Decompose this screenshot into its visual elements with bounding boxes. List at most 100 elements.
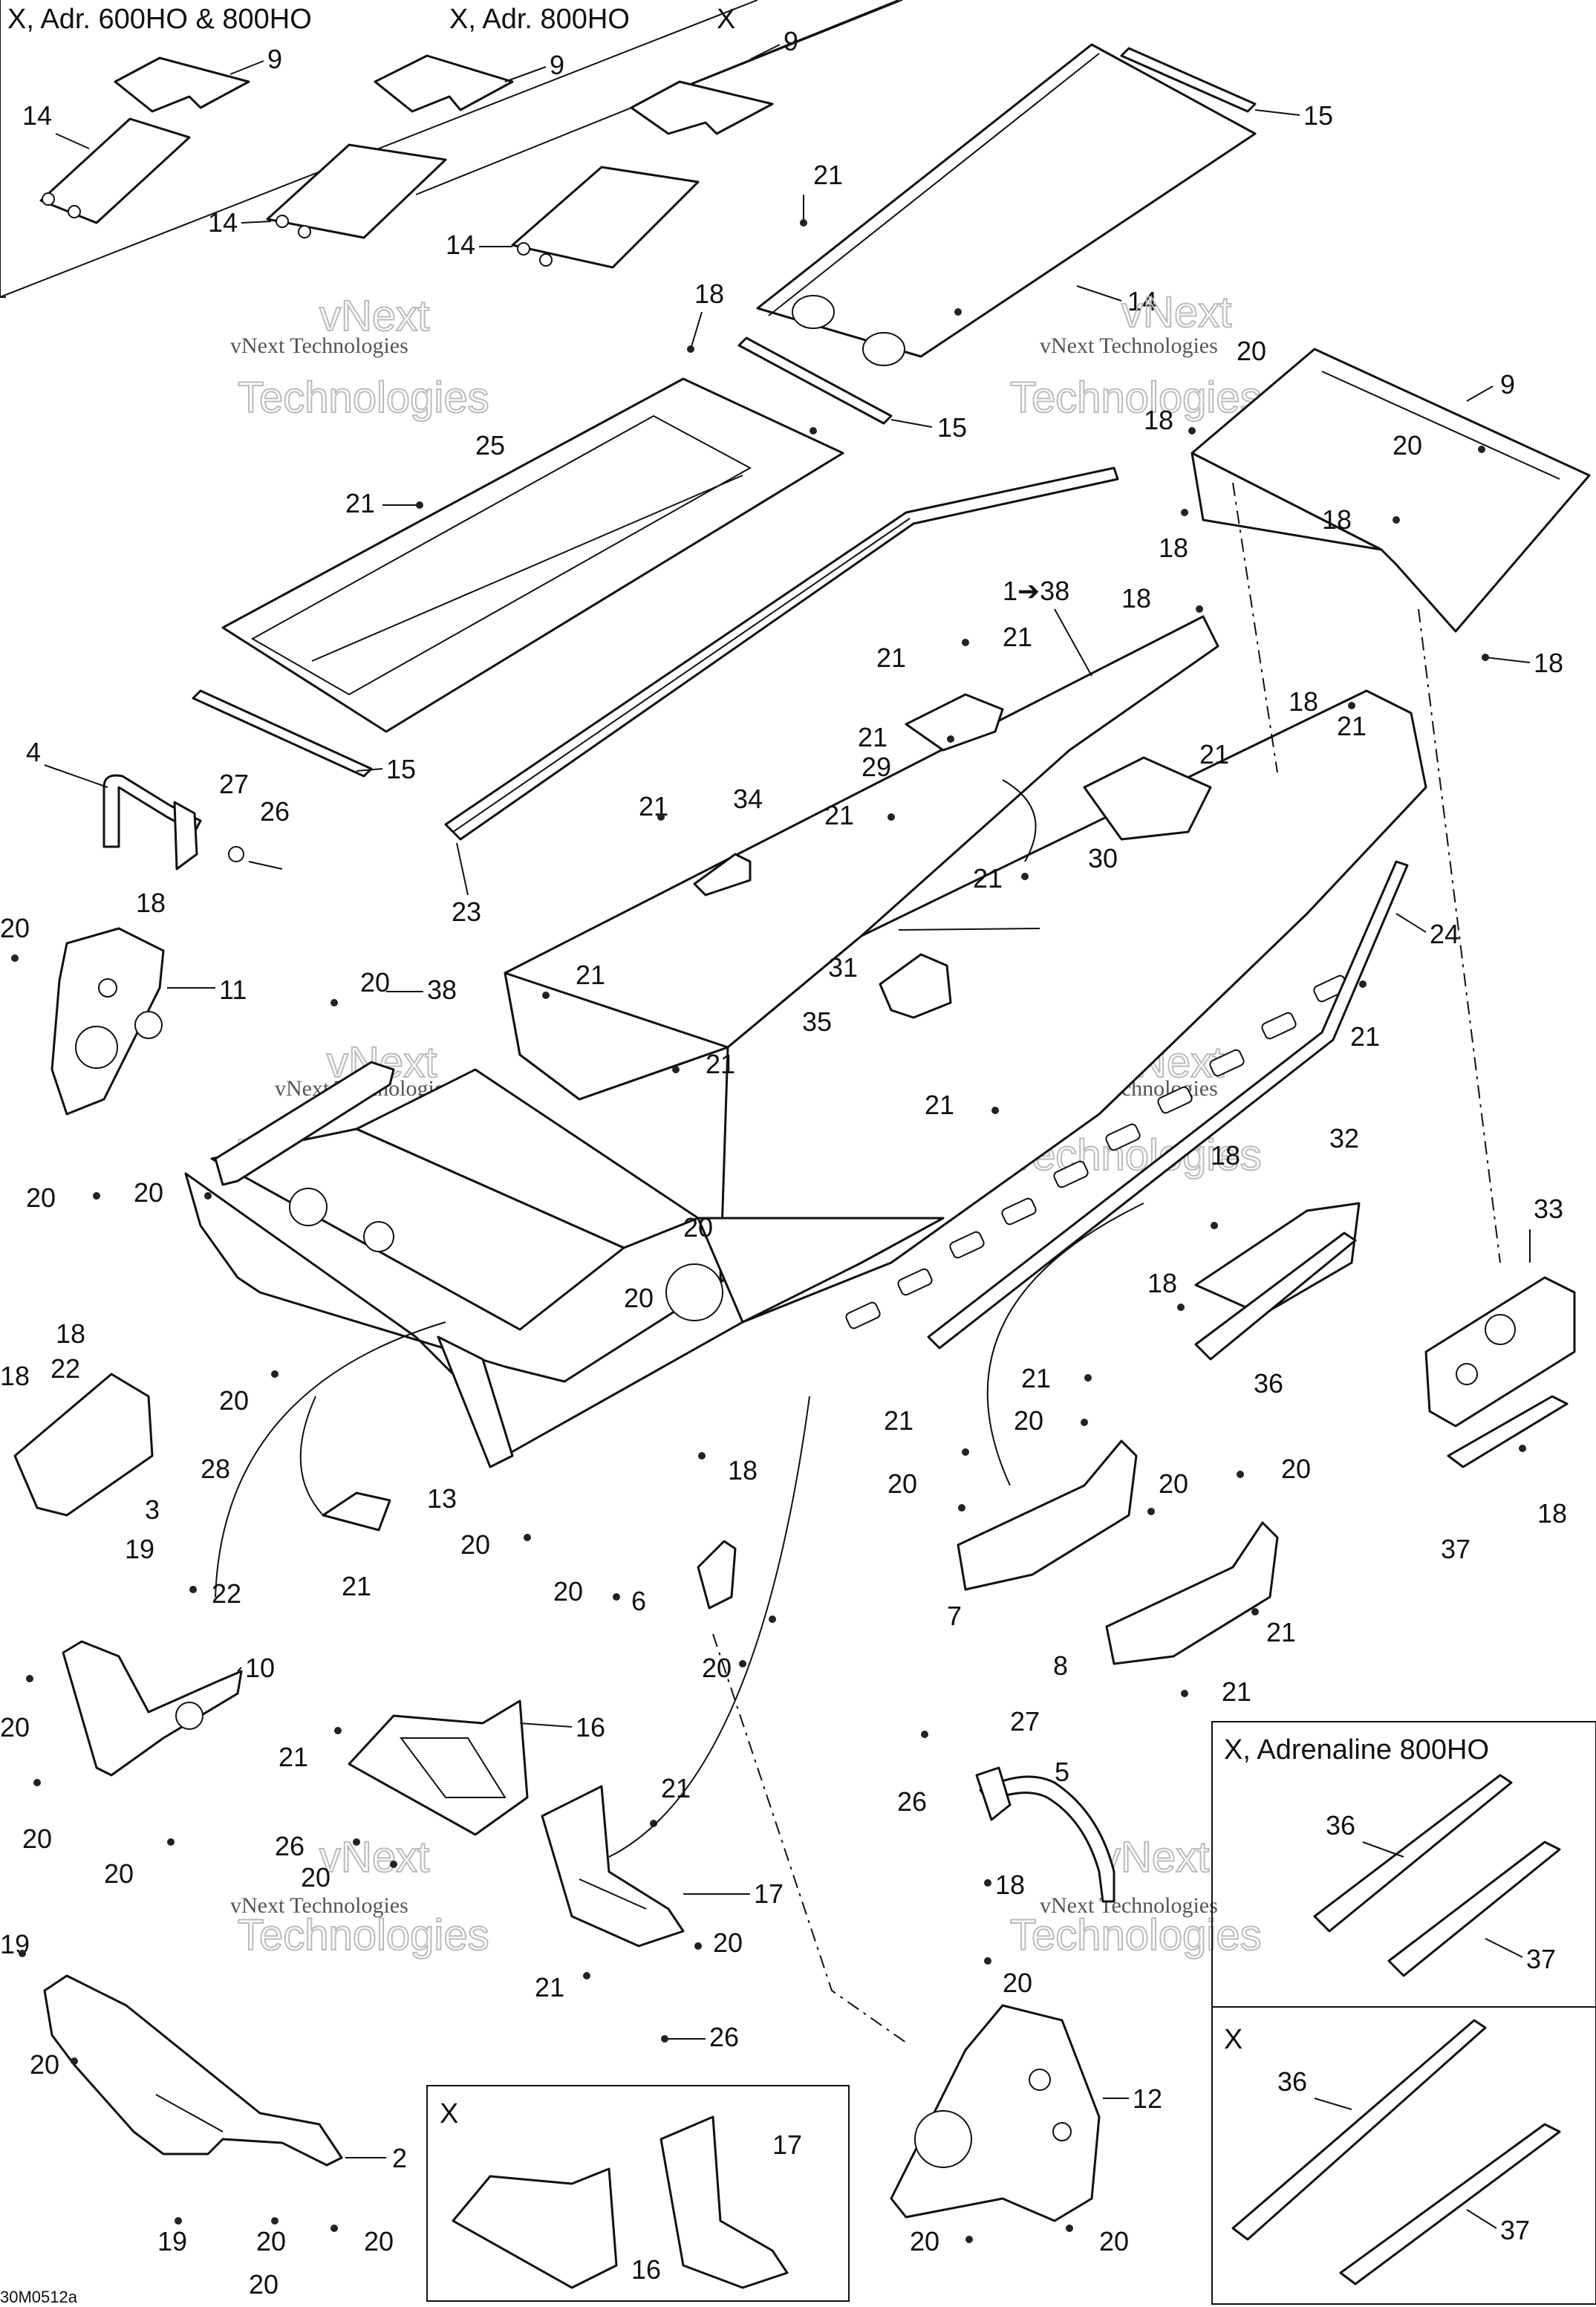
bracket-35 xyxy=(879,953,952,1019)
callout-18-b32b: 18 xyxy=(1147,1268,1177,1298)
callout-18-tunnel-a: 18 xyxy=(1289,686,1318,717)
callout-20-p12c: 20 xyxy=(1099,2226,1129,2256)
callout-38: 38 xyxy=(427,974,457,1005)
callout-26-right: 26 xyxy=(897,1786,927,1817)
callout-23: 23 xyxy=(452,897,481,927)
footrest-7 xyxy=(957,1439,1138,1591)
callout-18-s3b: 18 xyxy=(0,1361,30,1391)
callout-21-tunnel-e: 21 xyxy=(1350,1021,1380,1052)
callout-20-plate11a: 20 xyxy=(0,913,30,943)
callout-36-x: 36 xyxy=(1277,2066,1307,2097)
inset-adrenaline-parts xyxy=(1313,1774,1561,1977)
callout-35: 35 xyxy=(802,1006,832,1037)
callout-8: 8 xyxy=(1053,1650,1068,1681)
svg-text:vNext Technologies: vNext Technologies xyxy=(1040,333,1218,358)
footrest-8 xyxy=(1105,1521,1279,1665)
callout-21-tunnel-b: 21 xyxy=(706,1049,735,1079)
callout-26-f17: 26 xyxy=(709,2022,739,2052)
callout-14-inset1: 14 xyxy=(22,100,52,131)
callout-5: 5 xyxy=(1055,1757,1069,1787)
callout-18-s3: 18 xyxy=(56,1318,85,1349)
callout-20-p12: 20 xyxy=(1003,1968,1032,1998)
inset-box-x-bottom-title: X xyxy=(440,2098,458,2129)
callout-18-bracket9b: 18 xyxy=(1159,533,1188,563)
callout-20-f7: 20 xyxy=(887,1468,917,1499)
callout-18-bracket9c: 18 xyxy=(1322,504,1352,535)
inset-x-parts xyxy=(1231,2019,1561,2285)
callout-14-inset2: 14 xyxy=(208,207,238,238)
callout-20-f17: 20 xyxy=(713,1927,743,1958)
callout-15-top: 15 xyxy=(1303,100,1333,131)
header-adr-800ho: X, Adr. 800HO xyxy=(449,4,630,35)
callout-29: 29 xyxy=(861,752,891,782)
bracket-13 xyxy=(322,1491,391,1532)
svg-text:vNext: vNext xyxy=(319,292,429,340)
callout-27-right: 27 xyxy=(1010,1706,1040,1737)
callout-4: 4 xyxy=(26,737,41,767)
rail-37-main xyxy=(1447,1395,1569,1468)
callout-15-mid: 15 xyxy=(937,412,967,443)
footrest-17 xyxy=(541,1785,685,1948)
callout-37-x: 37 xyxy=(1500,2215,1530,2245)
bracket-34 xyxy=(693,853,752,897)
callout-9-inset2: 9 xyxy=(550,50,564,80)
callout-16: 16 xyxy=(576,1712,605,1743)
callout-16-inset: 16 xyxy=(631,2254,661,2285)
plate-12 xyxy=(890,2004,1101,2222)
callout-21-f8b: 21 xyxy=(1222,1676,1251,1707)
callout-20-f8b: 20 xyxy=(1281,1454,1311,1484)
svg-text:Technologies: Technologies xyxy=(238,374,489,422)
inset-box-x-lower xyxy=(1211,2006,1596,2305)
callout-36-main: 36 xyxy=(1254,1368,1283,1399)
callout-21-f7b: 21 xyxy=(1021,1363,1051,1393)
callout-34: 34 xyxy=(733,784,763,814)
callout-20-bracket9: 20 xyxy=(1237,336,1266,366)
callout-20-p12b: 20 xyxy=(910,2226,939,2256)
callout-3: 3 xyxy=(145,1494,160,1525)
callout-20-b38b: 20 xyxy=(134,1177,163,1208)
svg-text:vNext Technologies: vNext Technologies xyxy=(230,1893,408,1918)
callout-14-main: 14 xyxy=(1127,286,1157,316)
bracket-38 xyxy=(214,1061,395,1186)
inset-box-x-bottom xyxy=(426,2085,850,2302)
svg-text:vNext Technologies: vNext Technologies xyxy=(1040,1893,1218,1918)
callout-30: 30 xyxy=(1088,843,1118,873)
callout-20-b10c: 20 xyxy=(104,1858,134,1889)
callout-18-b37: 18 xyxy=(1537,1498,1567,1529)
callout-32: 32 xyxy=(1329,1123,1359,1154)
callout-21-b35: 21 xyxy=(973,863,1003,894)
callout-9-inset3: 9 xyxy=(784,26,798,56)
plate-14-main xyxy=(737,43,1257,425)
callout-21-tunnel-a: 21 xyxy=(576,960,605,990)
svg-text:Technologies: Technologies xyxy=(1010,1911,1262,1959)
header-adr-600ho-800ho: X, Adr. 600HO & 800HO xyxy=(7,4,312,35)
svg-text:Technologies: Technologies xyxy=(1010,374,1262,422)
callout-21-tunnel-d: 21 xyxy=(1337,711,1367,741)
svg-text:vNext Technologies: vNext Technologies xyxy=(230,333,408,358)
callout-33: 33 xyxy=(1534,1194,1563,1224)
callout-20-s2c: 20 xyxy=(364,2226,394,2256)
callout-21-plate25: 21 xyxy=(345,488,375,518)
callout-27-left: 27 xyxy=(219,769,249,799)
svg-text:vNext: vNext xyxy=(1121,288,1231,336)
callout-20-tunnel-d: 20 xyxy=(219,1385,249,1416)
callout-20-b6b: 20 xyxy=(702,1653,732,1683)
callout-21-f8: 21 xyxy=(1266,1617,1296,1647)
callout-25: 25 xyxy=(475,430,505,461)
callout-21-top: 21 xyxy=(813,160,843,190)
inset-1-parts xyxy=(39,56,250,224)
callout-2: 2 xyxy=(392,2143,407,2173)
callout-20-b10a: 20 xyxy=(0,1712,30,1743)
bracket-9 xyxy=(1191,348,1591,633)
inset-box-adrenaline-title: X, Adrenaline 800HO xyxy=(1224,1734,1489,1766)
callout-19-s3: 19 xyxy=(125,1534,154,1564)
svg-text:vNext: vNext xyxy=(1099,1833,1209,1881)
callout-31: 31 xyxy=(828,952,858,983)
handle-5 xyxy=(975,1766,1115,1903)
callout-18-b32: 18 xyxy=(1211,1140,1240,1171)
callout-21-b13: 21 xyxy=(342,1571,371,1601)
header-x: X xyxy=(717,4,735,35)
callout-36-adr: 36 xyxy=(1326,1810,1355,1841)
callout-37-main: 37 xyxy=(1441,1534,1470,1564)
footrest-16 xyxy=(348,1699,529,1836)
